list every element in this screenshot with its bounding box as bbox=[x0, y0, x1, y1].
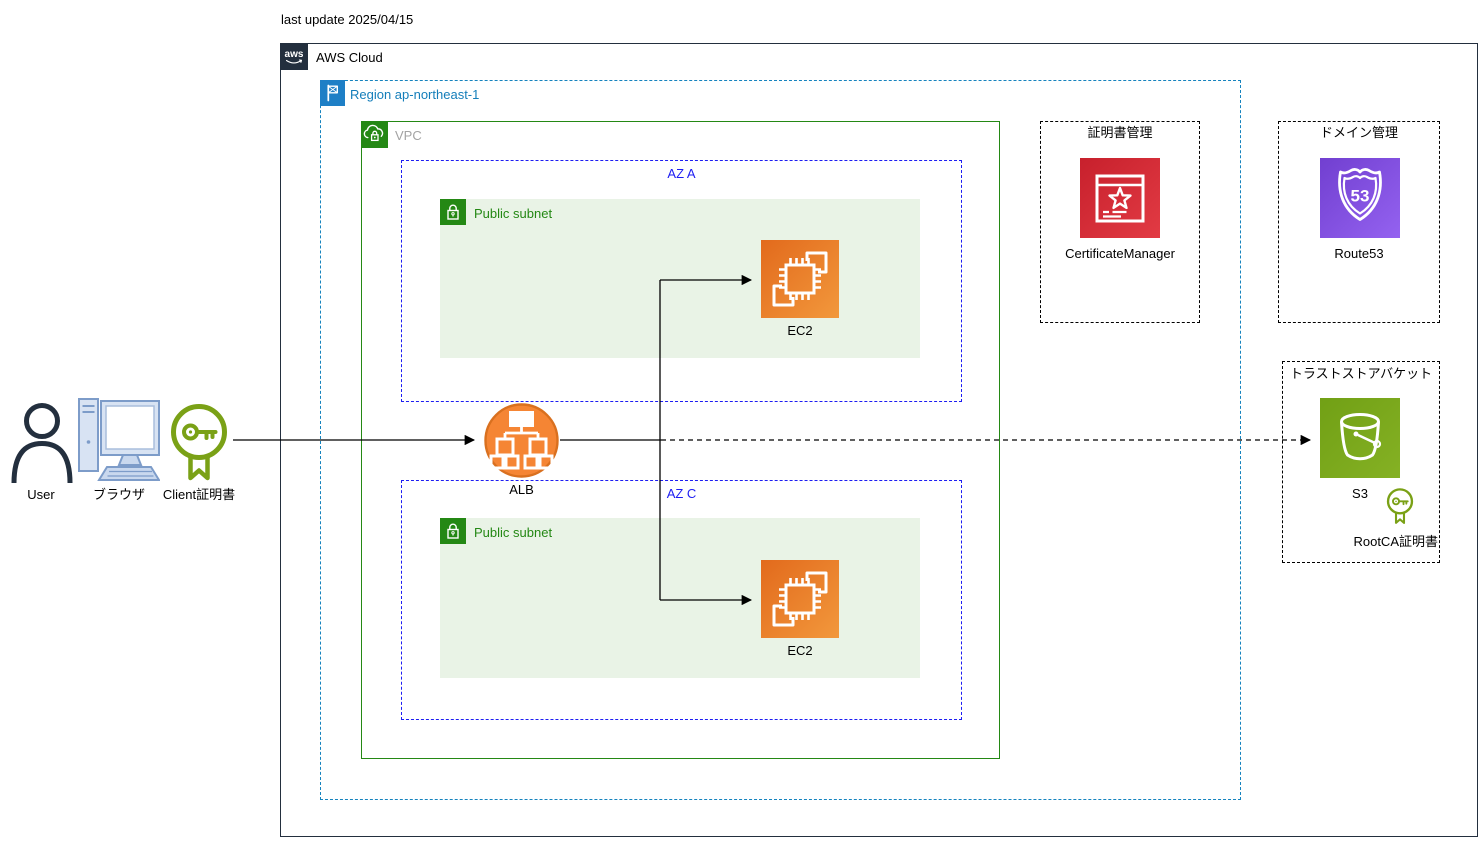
aws-cloud-label: AWS Cloud bbox=[316, 50, 383, 65]
route53-shield-text: 53 bbox=[1351, 187, 1370, 206]
route53-label: Route53 bbox=[1334, 246, 1384, 261]
az-a-group bbox=[401, 160, 962, 402]
rootca-certificate-badge-icon bbox=[1385, 487, 1415, 525]
aws-logo-icon: aws bbox=[280, 43, 308, 70]
client-cert-label: Client証明書 bbox=[162, 487, 236, 502]
alb-load-balancer-icon bbox=[484, 403, 559, 478]
public-subnet-a bbox=[440, 199, 920, 358]
certificate-manager-icon bbox=[1080, 158, 1160, 238]
ec2-a-label: EC2 bbox=[787, 323, 813, 338]
ec2-instance-icon bbox=[761, 240, 839, 318]
s3-label: S3 bbox=[1352, 486, 1368, 501]
az-c-label: AZ C bbox=[666, 486, 697, 501]
public-subnet-a-label: Public subnet bbox=[474, 206, 553, 221]
certificate-box-title: 証明書管理 bbox=[1087, 125, 1153, 140]
public-subnet-lock-icon bbox=[440, 199, 466, 225]
alb-label: ALB bbox=[509, 482, 534, 497]
domain-management-box bbox=[1278, 121, 1440, 323]
client-certificate-badge-icon bbox=[167, 402, 231, 482]
route53-icon: 53 bbox=[1320, 158, 1400, 238]
vpc-icon bbox=[361, 121, 388, 148]
certificate-management-box bbox=[1040, 121, 1200, 323]
user-person-icon bbox=[7, 398, 77, 485]
public-subnet-c-label: Public subnet bbox=[474, 525, 553, 540]
trust-store-box-title: トラストストアバケット bbox=[1289, 366, 1433, 381]
trust-store-bucket-box bbox=[1282, 361, 1440, 563]
domain-box-title: ドメイン管理 bbox=[1319, 125, 1398, 140]
rootca-cert-label: RootCA証明書 bbox=[1353, 534, 1438, 549]
az-c-group bbox=[401, 480, 962, 720]
az-a-label: AZ A bbox=[667, 166, 696, 181]
last-update-text: last update 2025/04/15 bbox=[281, 12, 414, 27]
browser-label: ブラウザ bbox=[92, 487, 145, 502]
browser-computer-icon bbox=[78, 397, 161, 485]
s3-bucket-icon bbox=[1320, 398, 1400, 478]
public-subnet-c bbox=[440, 518, 920, 678]
public-subnet-lock-icon bbox=[440, 518, 466, 544]
ec2-instance-icon bbox=[761, 560, 839, 638]
region-label: Region ap-northeast-1 bbox=[350, 87, 480, 102]
user-label: User bbox=[27, 487, 55, 502]
ec2-c-label: EC2 bbox=[787, 643, 813, 658]
aws-logo-text: aws bbox=[285, 49, 304, 60]
vpc-label: VPC bbox=[395, 128, 422, 143]
region-flag-icon bbox=[320, 80, 345, 106]
certificate-manager-label: CertificateManager bbox=[1065, 246, 1175, 261]
